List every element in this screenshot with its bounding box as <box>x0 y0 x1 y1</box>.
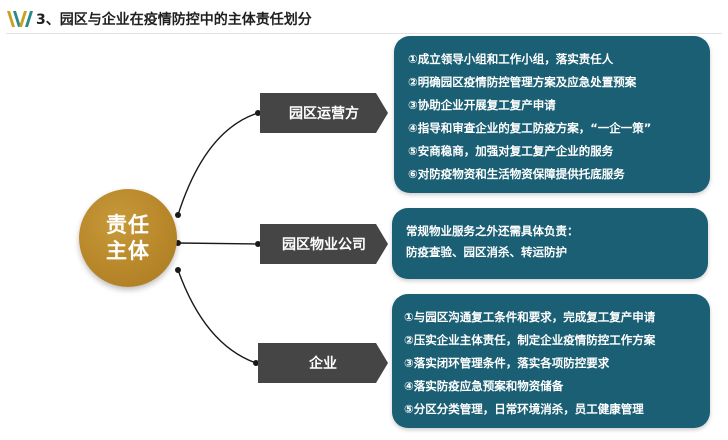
duty-item: ⑥对防疫物资和生活物资保障提供托底服务 <box>408 167 625 181</box>
connector-line-property <box>177 242 259 245</box>
center-node: 责任 主体 <box>79 189 177 287</box>
connector-dot-enterprise-start <box>175 267 181 273</box>
duties-box-property-company: 常规物业服务之外还需具体负责： 防疫查验、园区消杀、转运防护 <box>392 208 708 279</box>
duty-item: 常规物业服务之外还需具体负责： <box>406 224 579 238</box>
duty-item: ④指导和审查企业的复工防疫方案，“一企一策” <box>408 121 652 135</box>
duties-box-enterprise: ①与园区沟通复工条件和要求，完成复工复产申请 ②压实企业主体责任，制定企业疫情防… <box>392 294 710 428</box>
duties-box-park-operator: ①成立领导小组和工作小组，落实责任人 ②明确园区疫情防控管理方案及应急处置预案 … <box>394 36 710 193</box>
duty-item: ③协助企业开展复工复产申请 <box>408 98 556 112</box>
connector-dot-operator-start <box>175 212 181 218</box>
connector-dot-enterprise-end <box>253 360 259 366</box>
connector-dot-property-end <box>255 241 261 247</box>
duty-item: ③落实闭环管理条件，落实各项防控要求 <box>404 356 610 370</box>
duty-item: ②压实企业主体责任，制定企业疫情防控工作方案 <box>404 333 656 347</box>
duty-item: ①与园区沟通复工条件和要求，完成复工复产申请 <box>404 310 656 324</box>
center-label-line-2: 主体 <box>106 239 150 263</box>
branch-tag-enterprise: 企业 <box>258 343 388 383</box>
duty-item: ⑤安商稳商，加强对复工复产企业的服务 <box>408 144 614 158</box>
vw-logo-icon <box>7 11 33 27</box>
duty-item: ①成立领导小组和工作小组，落实责任人 <box>408 52 614 66</box>
duty-item: ④落实防疫应急预案和物资储备 <box>404 379 564 393</box>
connector-line-enterprise <box>177 269 257 364</box>
duty-item: 防疫查验、园区消杀、转运防护 <box>406 245 567 259</box>
duty-item: ②明确园区疫情防控管理方案及应急处置预案 <box>408 75 637 89</box>
connector-line-operator <box>177 112 259 216</box>
center-label-line-1: 责任 <box>106 213 150 237</box>
connector-dot-operator-end <box>255 110 261 116</box>
duty-item: ⑤分区分类管理，日常环境消杀，员工健康管理 <box>404 402 644 416</box>
branch-tag-park-operator: 园区运营方 <box>260 93 388 133</box>
branch-tag-property-company: 园区物业公司 <box>260 224 388 264</box>
page-title: 3、园区与企业在疫情防控中的主体责任划分 <box>36 12 312 28</box>
title-divider <box>6 33 722 34</box>
